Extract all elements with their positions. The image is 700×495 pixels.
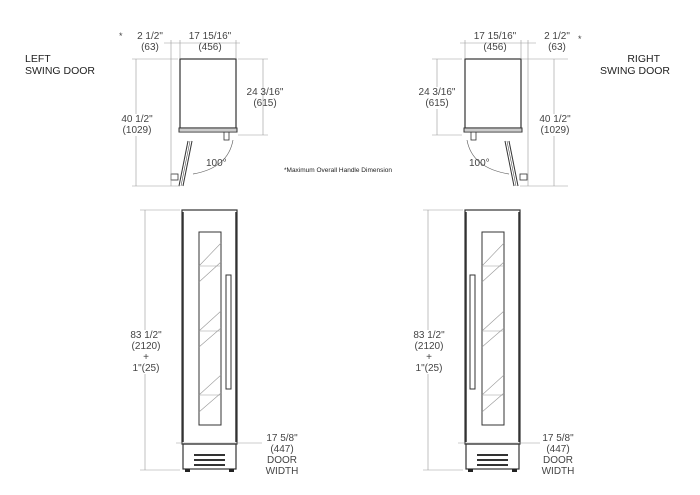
right-top-dim-lines [432, 40, 568, 187]
dim-inches: 40 1/2" [121, 114, 153, 125]
dim-mm: (447) [546, 444, 570, 455]
left-height-dimension: 83 1/2" (2120) + 1"(25) [126, 330, 166, 374]
dim-inches: 17 5/8" [542, 433, 574, 444]
left-depth-dimension: 24 3/16" (615) [240, 87, 290, 109]
left-swing-angle: 100° [206, 158, 227, 169]
left-front-view [181, 209, 238, 472]
left-width-dimension: 17 15/16" (456) [183, 31, 237, 53]
footnote: *Maximum Overall Handle Dimension [284, 167, 393, 174]
dim-label-width: WIDTH [541, 466, 575, 477]
dim-extra: 1"(25) [132, 363, 160, 374]
handle-asterisk: * [119, 31, 123, 41]
right-door-width-dimension: 17 5/8" (447) DOOR WIDTH [541, 433, 575, 477]
dim-mm: (615) [253, 98, 277, 109]
title-line-2: SWING DOOR [600, 65, 670, 77]
dim-inches: 83 1/2" [130, 330, 162, 341]
dim-inches: 17 15/16" [188, 31, 232, 42]
dim-label-door: DOOR [267, 455, 297, 466]
left-top-view [170, 58, 238, 187]
left-top-dim-lines [132, 40, 268, 187]
dim-label-door: DOOR [543, 455, 573, 466]
dim-mm: (447) [270, 444, 294, 455]
dim-label-width: WIDTH [265, 466, 299, 477]
right-swing-door-title: RIGHT SWING DOOR [600, 53, 670, 77]
right-open-depth-dimension: 40 1/2" (1029) [535, 114, 575, 136]
dim-mm: (63) [548, 42, 566, 53]
right-depth-dimension: 24 3/16" (615) [412, 87, 462, 109]
right-handle-dimension: 2 1/2" (63) [538, 31, 576, 53]
dim-inches: 83 1/2" [413, 330, 445, 341]
dim-inches: 24 3/16" [418, 87, 456, 98]
dim-inches: 40 1/2" [539, 114, 571, 125]
dim-inches: 17 5/8" [266, 433, 298, 444]
dim-mm: (2120) [131, 341, 161, 352]
right-front-view [464, 209, 521, 472]
dim-plus: + [143, 352, 149, 363]
title-line-1: LEFT [25, 53, 51, 65]
dim-mm: (63) [141, 42, 159, 53]
left-door-width-dimension: 17 5/8" (447) DOOR WIDTH [265, 433, 299, 477]
right-width-dimension: 17 15/16" (456) [468, 31, 522, 53]
dim-plus: + [426, 352, 432, 363]
handle-asterisk: * [578, 34, 582, 44]
left-swing-door-title: LEFT SWING DOOR [25, 53, 95, 77]
left-open-depth-dimension: 40 1/2" (1029) [117, 114, 157, 136]
right-top-view [463, 58, 528, 187]
dim-mm: (615) [425, 98, 449, 109]
dim-inches: 2 1/2" [544, 31, 570, 42]
dim-extra: 1"(25) [415, 363, 443, 374]
left-handle-dimension: 2 1/2" (63) [131, 31, 169, 53]
dim-inches: 24 3/16" [246, 87, 284, 98]
dim-mm: (1029) [540, 125, 570, 136]
dim-inches: 2 1/2" [137, 31, 163, 42]
dim-mm: (456) [198, 42, 222, 53]
dim-mm: (1029) [122, 125, 152, 136]
title-line-2: SWING DOOR [25, 65, 95, 77]
right-swing-angle: 100° [469, 158, 490, 169]
title-line-1: RIGHT [627, 53, 660, 65]
right-height-dimension: 83 1/2" (2120) + 1"(25) [409, 330, 449, 374]
dim-mm: (2120) [414, 341, 444, 352]
dim-inches: 17 15/16" [473, 31, 517, 42]
dim-mm: (456) [483, 42, 507, 53]
